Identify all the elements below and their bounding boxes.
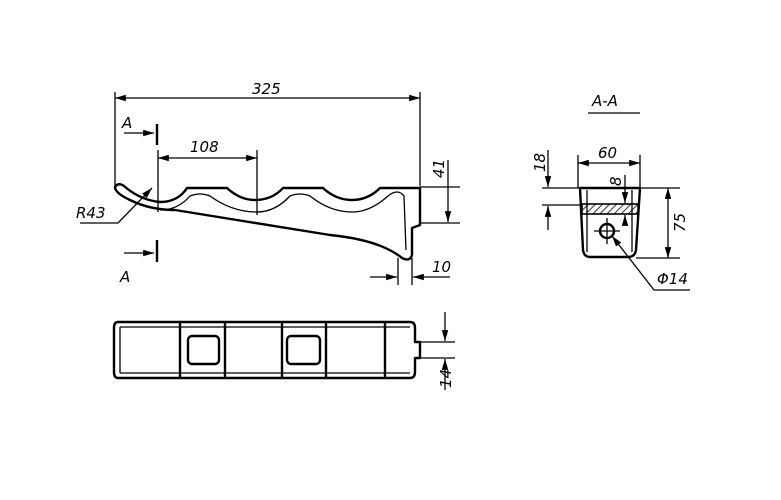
dim-hole: Φ14 (657, 270, 688, 288)
dim-notch: 14 (437, 369, 455, 388)
section-outline (578, 186, 642, 259)
inner-profile (159, 191, 407, 251)
dim-overall-length: 325 (252, 80, 281, 98)
hatched-web (581, 203, 639, 215)
section-view: A-A 60 18 8 75 Φ14 (531, 92, 690, 291)
section-label-bottom: A (119, 268, 130, 286)
dim-wall: 8 (607, 176, 625, 186)
dim-top-offset: 18 (531, 153, 549, 172)
window-2 (285, 334, 322, 366)
dim-section-height: 75 (671, 213, 689, 232)
side-view: 325 A A 108 R43 41 10 (76, 80, 460, 286)
dim-radius: R43 (76, 204, 106, 222)
window-1 (186, 334, 221, 366)
bracket-profile (113, 183, 422, 261)
section-title: A-A (591, 92, 618, 110)
dim-section-width: 60 (598, 144, 617, 162)
dim-plate-thickness: 10 (432, 258, 451, 276)
plan-view: 14 (112, 312, 455, 390)
plan-outline (112, 320, 422, 380)
dim-pitch: 108 (190, 138, 219, 156)
section-label-top: A (121, 114, 132, 132)
dim-height: 41 (430, 159, 448, 178)
